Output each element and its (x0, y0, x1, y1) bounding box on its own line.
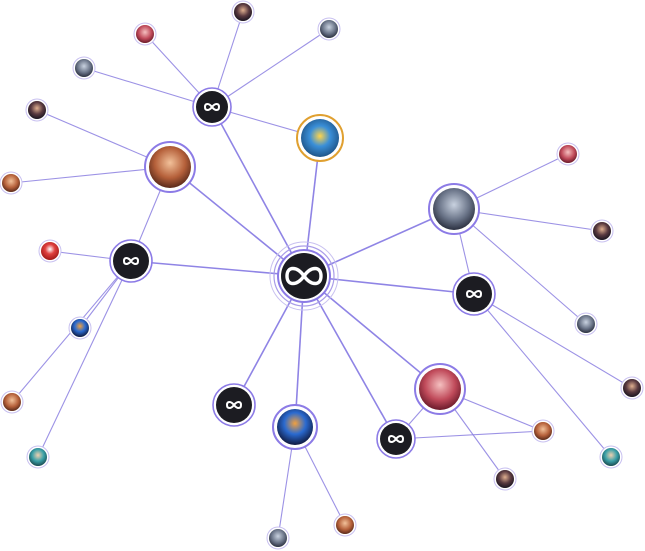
avatar-small[interactable] (590, 219, 614, 243)
avatar-small[interactable] (133, 22, 157, 46)
hub-node[interactable] (376, 419, 416, 459)
edge (130, 260, 305, 277)
edge (453, 208, 587, 325)
avatar-large[interactable] (428, 183, 480, 235)
hub-node[interactable] (109, 239, 153, 283)
avatar-small[interactable] (38, 239, 62, 263)
avatar-small[interactable] (231, 0, 255, 24)
center-node[interactable] (269, 241, 339, 311)
edge (37, 260, 132, 458)
avatar-small[interactable] (266, 526, 290, 550)
hub-node[interactable] (452, 272, 496, 316)
avatar-small[interactable] (68, 316, 92, 340)
avatar-small[interactable] (26, 445, 50, 469)
hub-node[interactable] (192, 87, 232, 127)
avatar-small[interactable] (556, 142, 580, 166)
edge (169, 166, 305, 277)
avatar-small[interactable] (620, 376, 644, 400)
avatar-small[interactable] (25, 98, 49, 122)
avatar-small[interactable] (574, 312, 598, 336)
edge (395, 430, 544, 440)
infinity-icon (225, 401, 243, 409)
avatar-small[interactable] (0, 171, 23, 195)
edge (303, 208, 455, 277)
edge (473, 293, 612, 458)
edge (473, 293, 633, 389)
avatar-small[interactable] (531, 419, 555, 443)
infinity-logo-icon (285, 266, 323, 286)
avatar-large[interactable] (296, 114, 344, 162)
avatar-large[interactable] (144, 141, 196, 193)
edge (211, 28, 330, 108)
infinity-icon (203, 103, 221, 111)
edge (303, 275, 397, 440)
edge (10, 166, 171, 184)
edge (211, 106, 305, 277)
avatar-small[interactable] (493, 467, 517, 491)
edge (83, 67, 213, 108)
avatar-large[interactable] (414, 363, 466, 415)
edge (303, 275, 475, 295)
avatar-large[interactable] (272, 404, 318, 450)
hub-node[interactable] (212, 383, 256, 427)
edge-layer (10, 11, 633, 539)
avatar-small[interactable] (317, 17, 341, 41)
infinity-icon (122, 257, 140, 265)
avatar-small[interactable] (333, 513, 357, 537)
avatar-small[interactable] (72, 56, 96, 80)
infinity-icon (465, 290, 483, 298)
infinity-icon (387, 435, 405, 443)
avatar-small[interactable] (0, 390, 24, 414)
avatar-small[interactable] (599, 445, 623, 469)
